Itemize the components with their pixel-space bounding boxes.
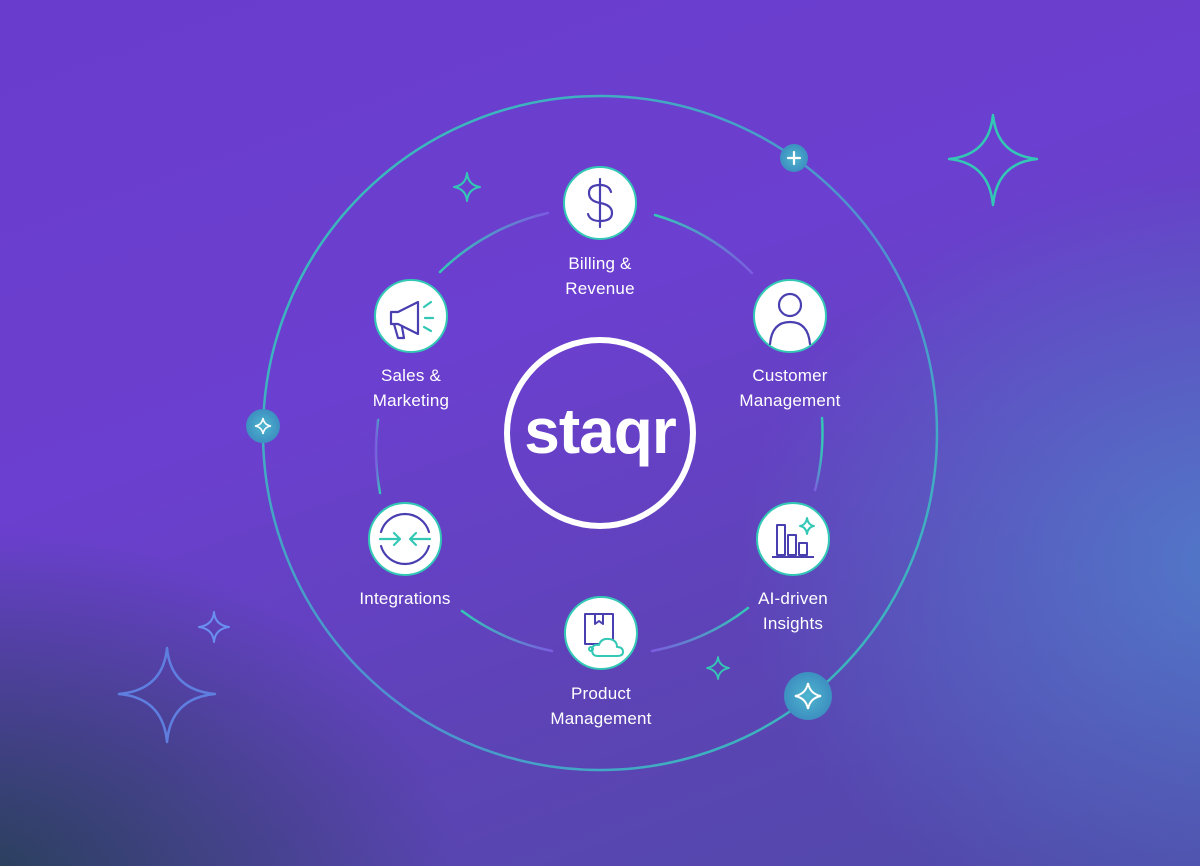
node-label-customer: Customer Management <box>739 366 841 410</box>
arc-billing-customer <box>653 213 754 275</box>
sparkle-icon <box>117 646 217 744</box>
inner-ring-arcs <box>374 211 824 653</box>
node-sales <box>374 279 448 353</box>
sparkle-icon <box>453 172 481 202</box>
node-integrations <box>368 502 442 576</box>
package-cloud-icon <box>584 613 624 657</box>
sparkle-icon <box>198 611 230 643</box>
user-icon <box>768 292 812 346</box>
sparkle-icon <box>947 113 1039 207</box>
arc-integrations-sales <box>374 418 382 495</box>
dollar-icon <box>586 177 614 229</box>
node-label-product: Product Management <box>550 684 652 728</box>
sparkle-icon <box>254 417 272 435</box>
sync-arrows-icon <box>378 512 432 566</box>
node-label-sales: Sales & Marketing <box>372 366 450 410</box>
outer-ring-badge-plus <box>780 144 808 172</box>
sparkle-icon <box>794 682 822 710</box>
outer-ring-badge-bottom <box>784 672 832 720</box>
arc-sales-billing <box>438 211 550 274</box>
arc-insights-product <box>650 606 750 653</box>
node-billing <box>563 166 637 240</box>
node-insights <box>756 502 830 576</box>
plus-icon <box>786 150 802 166</box>
sparkle-icon <box>706 656 730 680</box>
megaphone-icon <box>389 300 435 340</box>
node-customer <box>753 279 827 353</box>
bar-chart-sparkle-icon <box>772 517 815 558</box>
arc-product-integrations <box>460 609 554 653</box>
brand-logo: staqr <box>524 394 676 467</box>
brand-ring <box>504 337 696 529</box>
node-label-billing: Billing & Revenue <box>565 254 635 298</box>
arc-customer-insights <box>813 416 824 492</box>
outer-ring-badge-left <box>246 409 280 443</box>
node-label-integrations: Integrations <box>359 589 451 608</box>
node-label-insights: AI-driven Insights <box>758 589 828 633</box>
background-sparkles <box>117 113 1039 744</box>
node-product <box>564 596 638 670</box>
